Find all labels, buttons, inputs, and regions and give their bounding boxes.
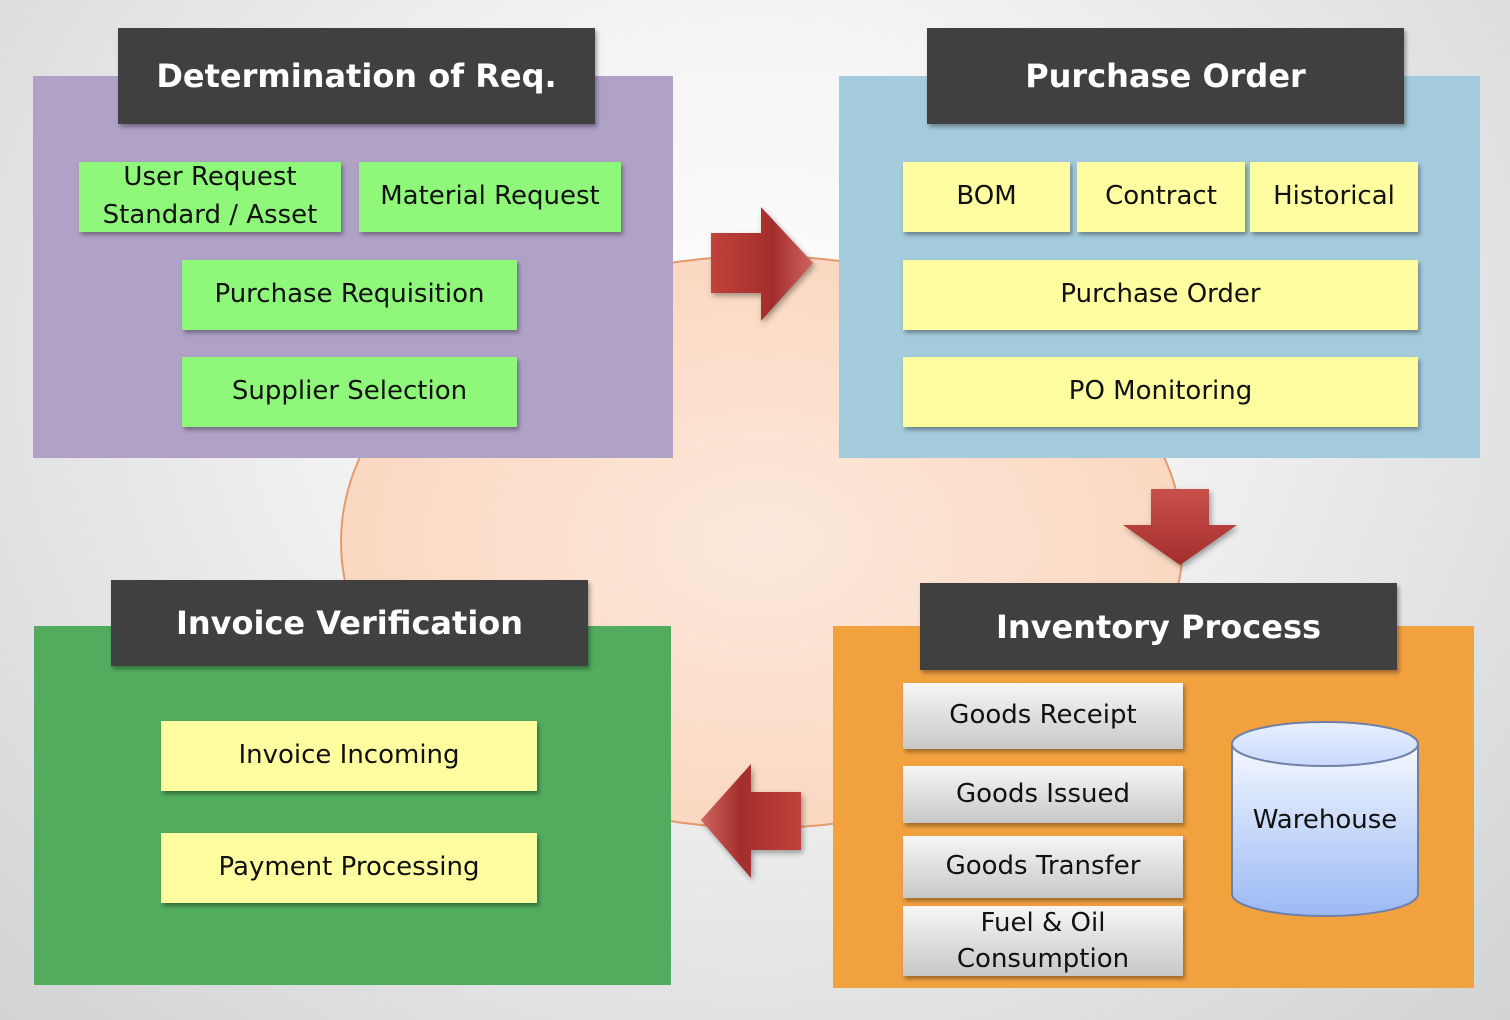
right-arrow-icon	[711, 207, 813, 321]
supplier-selection-box[interactable]: Supplier Selection	[182, 357, 517, 427]
determination-title: Determination of Req.	[118, 28, 595, 124]
contract-box[interactable]: Contract	[1077, 162, 1245, 232]
fuel-oil-consumption-box[interactable]: Fuel & Oil Consumption	[903, 906, 1183, 976]
down-arrow-icon	[1123, 489, 1237, 565]
left-arrow-icon	[701, 764, 801, 878]
bom-box[interactable]: BOM	[903, 162, 1070, 232]
inventory-process-title: Inventory Process	[920, 583, 1397, 670]
invoice-verification-panel	[34, 626, 671, 985]
goods-transfer-box[interactable]: Goods Transfer	[903, 836, 1183, 898]
purchase-requisition-box[interactable]: Purchase Requisition	[182, 260, 517, 330]
material-request-box[interactable]: Material Request	[359, 162, 621, 232]
invoice-verification-title: Invoice Verification	[111, 580, 588, 666]
warehouse-database-icon[interactable]	[1229, 720, 1421, 920]
goods-receipt-box[interactable]: Goods Receipt	[903, 683, 1183, 749]
historical-box[interactable]: Historical	[1250, 162, 1418, 232]
warehouse-label: Warehouse	[1252, 805, 1398, 835]
goods-issued-box[interactable]: Goods Issued	[903, 766, 1183, 823]
invoice-incoming-box[interactable]: Invoice Incoming	[161, 721, 537, 791]
po-monitoring-box[interactable]: PO Monitoring	[903, 357, 1418, 427]
user-request-box[interactable]: User Request Standard / Asset	[79, 162, 341, 232]
payment-processing-box[interactable]: Payment Processing	[161, 833, 537, 903]
purchase-order-title: Purchase Order	[927, 28, 1404, 124]
purchase-order-box[interactable]: Purchase Order	[903, 260, 1418, 330]
